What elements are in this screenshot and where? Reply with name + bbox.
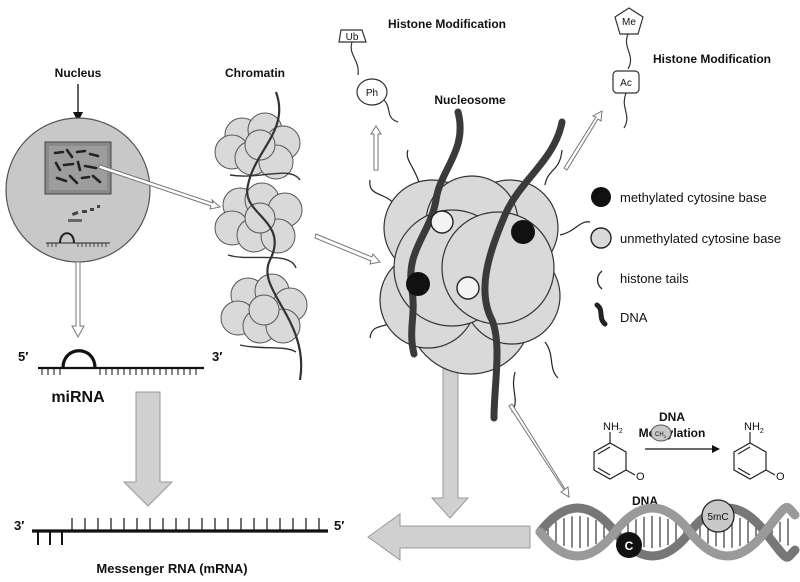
histone-mod-left-label: Histone Modification <box>388 17 506 31</box>
arrow-nucleosome-to-dna <box>508 403 570 498</box>
methyl-group-bubble <box>650 424 672 442</box>
legend: methylated cytosine base unmethylated cy… <box>590 187 781 327</box>
helix-cytosine-mark <box>616 532 642 558</box>
helix-5mc-text: 5mC <box>707 512 728 523</box>
legend-methylated-text: methylated cytosine base <box>620 190 767 205</box>
unmethylated-cytosine-1 <box>430 210 454 234</box>
legend-tail-symbol <box>596 270 603 290</box>
unmethylated-cytosine-2 <box>456 276 480 300</box>
methyl-tag <box>614 7 644 35</box>
helix-strand-2 <box>535 503 800 561</box>
methylcytosine-nh2: NH2 <box>744 421 764 435</box>
legend-dna-symbol <box>594 302 608 327</box>
nucleosome: Nucleosome <box>369 93 591 422</box>
arrow-chromatin-to-nucleosome <box>314 233 381 265</box>
dna-double-helix: DNA C 5mC <box>535 494 800 562</box>
nucleus-pointer-arrow <box>73 112 83 122</box>
legend-tails-text: histone tails <box>620 271 689 286</box>
cytosine-structure <box>593 432 636 480</box>
methylation-reaction-arrow <box>712 445 720 453</box>
nucleus-panel: Nucleus <box>5 66 151 263</box>
arrow-mirna-to-mrna <box>122 391 174 507</box>
arrow-dna-to-mrna <box>367 513 531 561</box>
legend-unmethylated-text: unmethylated cytosine base <box>620 231 781 246</box>
chromatin-label: Chromatin <box>225 66 285 80</box>
arrow-nucleus-to-mirna <box>71 261 85 339</box>
helix-strand-1 <box>535 503 800 562</box>
nucleosome-dna-left <box>407 108 464 358</box>
cytosine-nh2: NH2 <box>603 421 623 435</box>
nucleus-label: Nucleus <box>55 66 102 80</box>
dna-methylation-label-1: DNA <box>659 410 685 424</box>
legend-dna-text: DNA <box>620 310 648 325</box>
mrna-3prime-label: 3′ <box>14 518 24 533</box>
nucleus-mirna-glyph <box>46 232 110 247</box>
methylcytosine-structure <box>733 432 776 480</box>
nucleosome-label: Nucleosome <box>434 93 506 107</box>
helix-cytosine-text: C <box>625 539 634 553</box>
dna-methylation-label-2: Methylation <box>639 426 706 440</box>
arrow-to-histone-mod-left <box>370 125 382 171</box>
methylated-cytosine-1 <box>511 220 535 244</box>
arrow-nucleosome-down <box>430 365 470 519</box>
cytosine-o: O <box>636 471 645 483</box>
ubiquitin-text: Ub <box>346 32 359 43</box>
nucleosome-dna-right <box>481 118 566 422</box>
chromatin-fiber: Chromatin <box>214 66 308 381</box>
mrna-5prime-label: 5′ <box>334 518 344 533</box>
histone-mod-right: Me Ac Histone Modification <box>612 7 771 129</box>
histone-mod-right-label: Histone Modification <box>653 52 771 66</box>
dna-methylation-reaction: NH2 O DNA Methylation CH3 NH2 O <box>593 410 785 483</box>
mirna-strand: 5′ 3′ miRNA <box>18 349 222 406</box>
arrow-nucleus-to-chromatin <box>97 164 222 210</box>
mirna-label: miRNA <box>51 389 105 406</box>
mrna-strand: 3′ 5′ Messenger RNA (mRNA) <box>14 518 344 576</box>
mirna-3prime-label: 3′ <box>212 349 222 364</box>
phosphorylation-text: Ph <box>366 88 378 99</box>
arrow-to-histone-mod-right <box>563 110 603 171</box>
methyl-text: Me <box>622 17 636 28</box>
legend-methylated-symbol <box>591 187 611 207</box>
helix-5mc-mark <box>701 499 735 533</box>
methylated-cytosine-2 <box>406 272 430 296</box>
methyl-group-text: CH3 <box>655 432 667 439</box>
ubiquitin-tag <box>338 29 367 43</box>
mrna-label: Messenger RNA (mRNA) <box>96 561 247 576</box>
methylcytosine-o: O <box>776 471 785 483</box>
mirna-5prime-label: 5′ <box>18 349 28 364</box>
histone-mod-left: Ub Ph Histone Modification <box>338 17 506 123</box>
acetyl-text: Ac <box>620 78 632 89</box>
legend-unmethylated-symbol <box>590 227 612 249</box>
phosphorylation-tag <box>356 78 388 106</box>
